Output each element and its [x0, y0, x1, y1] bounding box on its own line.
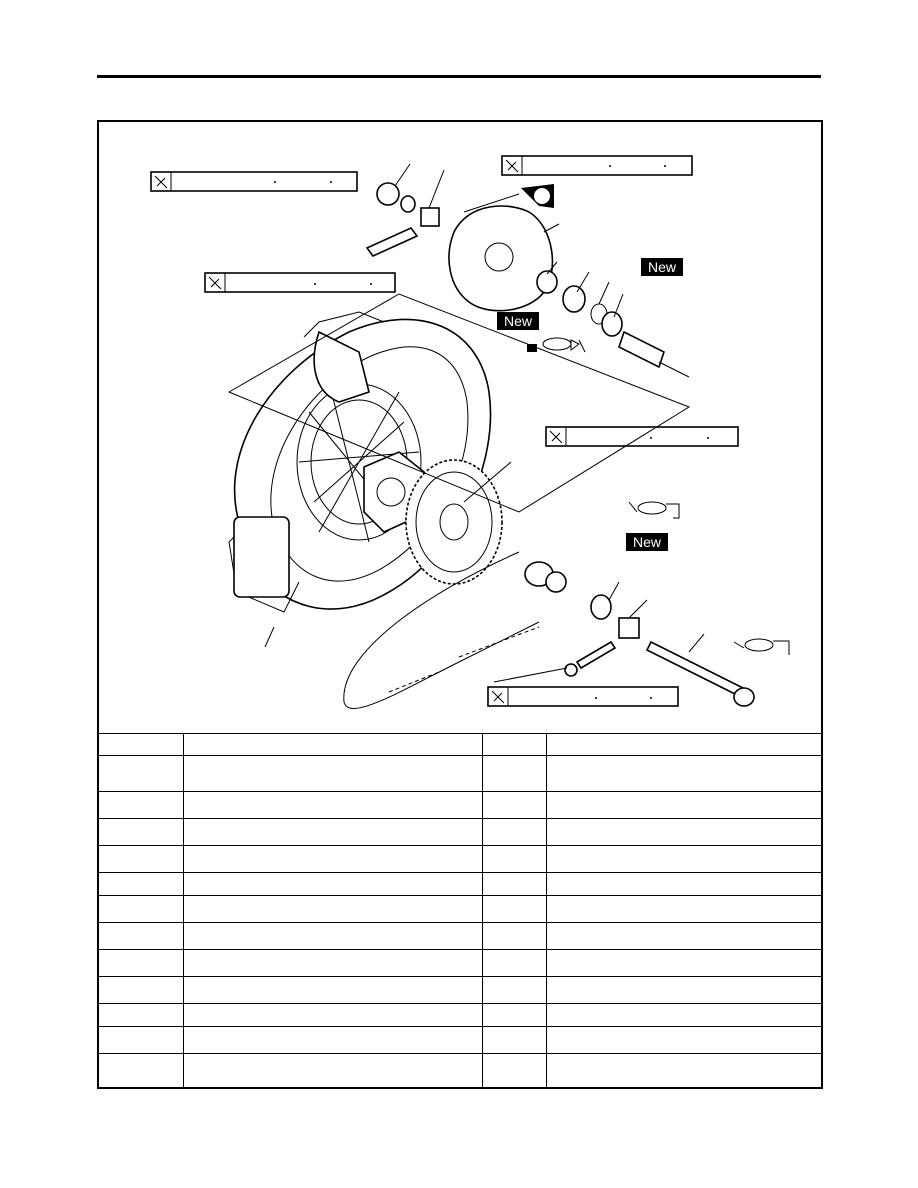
table-cell	[182, 755, 482, 792]
table-cell	[99, 818, 183, 846]
table-cell	[545, 1026, 821, 1054]
table-cell	[481, 949, 546, 977]
right-side-parts	[365, 182, 665, 369]
table-cell	[481, 922, 546, 950]
table-row	[99, 895, 821, 923]
table-cell	[481, 1053, 546, 1088]
table-cell	[99, 733, 183, 756]
table-row	[99, 872, 821, 896]
table-cell	[545, 818, 821, 846]
table-row	[99, 818, 821, 846]
table-row	[99, 791, 821, 819]
table-cell	[545, 1003, 821, 1027]
table-row	[99, 733, 821, 756]
table-row	[99, 922, 821, 950]
table-cell	[182, 976, 482, 1004]
table-cell	[182, 818, 482, 846]
table-cell	[481, 976, 546, 1004]
table-cell	[481, 818, 546, 846]
new-tag-oil-seal: New	[497, 312, 539, 330]
table-cell	[481, 755, 546, 792]
exploded-wheel-diagram: New New New	[150, 155, 790, 709]
table-cell	[545, 733, 821, 756]
wrench-icon	[549, 430, 563, 444]
table-cell	[99, 922, 183, 950]
table-cell	[481, 791, 546, 819]
new-tag-circlip: New	[641, 258, 683, 276]
table-cell	[481, 733, 546, 756]
table-cell	[99, 976, 183, 1004]
torque-box-disc-bolt	[501, 155, 693, 176]
new-label: New	[633, 534, 662, 550]
wrench-icon	[154, 175, 168, 189]
table-cell	[481, 1026, 546, 1054]
table-cell	[182, 872, 482, 896]
table-cell	[545, 949, 821, 977]
drive-chain	[343, 551, 540, 709]
table-cell	[182, 949, 482, 977]
table-cell	[481, 845, 546, 873]
table-row	[99, 976, 821, 1004]
table-cell	[182, 845, 482, 873]
wrench-icon	[491, 690, 505, 704]
table-cell	[99, 791, 183, 819]
grease-icon-bearing-left	[628, 501, 680, 519]
table-cell	[182, 1003, 482, 1027]
table-row	[99, 1003, 821, 1027]
table-row	[99, 1026, 821, 1054]
grease-icon-axle	[733, 638, 790, 655]
table-cell	[182, 922, 482, 950]
locking-agent-icon	[463, 184, 554, 213]
parts-table	[99, 733, 821, 1088]
table-cell	[99, 1026, 183, 1054]
new-label: New	[648, 259, 677, 275]
diagram-frame: New New New	[97, 120, 823, 1089]
new-tag-left-seal: New	[626, 533, 668, 551]
table-cell	[99, 895, 183, 923]
table-cell	[99, 1003, 183, 1027]
table-cell	[545, 895, 821, 923]
table-cell	[99, 755, 183, 792]
brake-disc	[448, 205, 554, 312]
table-cell	[481, 895, 546, 923]
table-cell	[182, 895, 482, 923]
torque-box-adjuster-bolt	[204, 272, 396, 293]
table-cell	[545, 845, 821, 873]
table-cell	[481, 872, 546, 896]
table-cell	[481, 1003, 546, 1027]
new-label: New	[504, 313, 533, 329]
wrench-icon	[208, 276, 222, 290]
grease-icon-bearing-right	[527, 337, 586, 353]
table-cell	[545, 755, 821, 792]
left-side-parts	[524, 561, 755, 707]
wrench-icon	[505, 159, 519, 173]
table-cell	[545, 1053, 821, 1088]
table-cell	[182, 791, 482, 819]
table-cell	[545, 976, 821, 1004]
torque-box-nut-top-left	[150, 171, 358, 192]
table-cell	[545, 791, 821, 819]
table-row	[99, 1053, 821, 1088]
torque-box-bottom-bolt	[487, 686, 679, 707]
table-cell	[182, 733, 482, 756]
table-cell	[99, 1053, 183, 1088]
table-cell	[99, 872, 183, 896]
table-cell	[545, 872, 821, 896]
header-rule	[97, 75, 821, 78]
table-row	[99, 845, 821, 873]
table-cell	[99, 845, 183, 873]
table-cell	[182, 1053, 482, 1088]
leader-lines	[227, 163, 705, 683]
table-cell	[182, 1026, 482, 1054]
table-cell	[545, 922, 821, 950]
table-cell	[99, 949, 183, 977]
table-row	[99, 755, 821, 792]
table-row	[99, 949, 821, 977]
